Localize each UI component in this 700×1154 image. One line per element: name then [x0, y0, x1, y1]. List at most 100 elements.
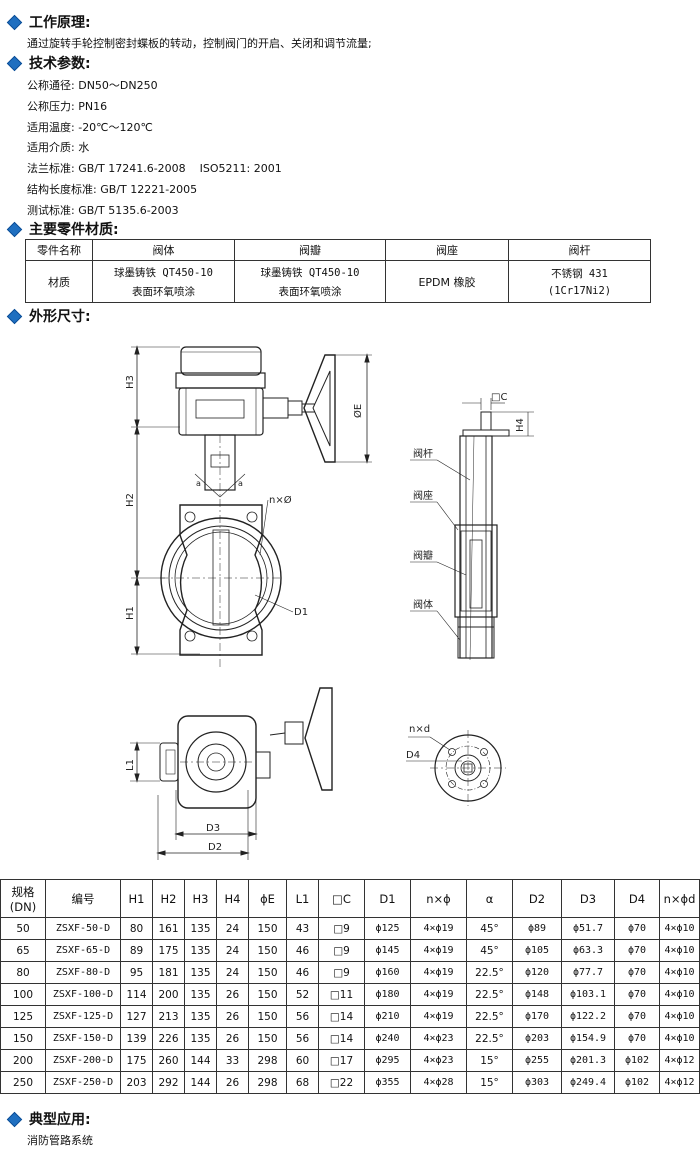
front-view: H3 H2 H1 ØE a a [125, 345, 372, 668]
table-cell: 46 [286, 939, 319, 962]
table-header-cell: L1 [286, 879, 319, 918]
cell-line: 表面环氧喷涂 [278, 285, 342, 298]
section-title: 技术参数: [29, 56, 91, 72]
table-cell: □22 [318, 1071, 365, 1094]
table-cell: ϕ63.3 [561, 939, 615, 962]
diamond-bullet-icon [6, 14, 23, 30]
dim-label: L1 [125, 759, 136, 771]
side-section-view: □C H4 阀杆 阀座 阀瓣 阀体 [410, 392, 534, 661]
table-cell: ZSXF-100-D [45, 983, 121, 1006]
table-header-cell: 阀瓣 [234, 239, 386, 261]
table-cell: □11 [318, 983, 365, 1006]
table-cell: 114 [120, 983, 153, 1006]
table-cell: 26 [216, 1027, 249, 1050]
param-label: 适用温度: [27, 121, 75, 134]
table-cell: 203 [120, 1071, 153, 1094]
diamond-bullet-icon [6, 308, 23, 324]
dim-label: D3 [206, 823, 220, 834]
table-cell: 68 [286, 1071, 319, 1094]
table-cell: ZSXF-250-D [45, 1071, 121, 1094]
table-cell: ϕ355 [364, 1071, 411, 1094]
table-cell: ϕ210 [364, 1005, 411, 1028]
table-header-cell: 编号 [45, 879, 121, 918]
param-value: -20℃～120℃ [78, 121, 153, 134]
part-label: 阀瓣 [413, 549, 433, 562]
table-cell: 43 [286, 917, 319, 940]
table-cell: ϕ240 [364, 1027, 411, 1050]
table-cell: 26 [216, 1071, 249, 1094]
table-cell: 127 [120, 1005, 153, 1028]
table-cell: 22.5° [466, 1005, 513, 1028]
table-cell: ϕ154.9 [561, 1027, 615, 1050]
table-cell: 4×ϕ19 [410, 983, 467, 1006]
table-cell: ZSXF-150-D [45, 1027, 121, 1050]
table-header-cell: 阀座 [385, 239, 509, 261]
dim-label: H2 [125, 493, 136, 507]
table-cell: 298 [248, 1049, 287, 1072]
section-materials: 主要零件材质: [6, 220, 119, 238]
section-application: 典型应用: [6, 1110, 91, 1128]
table-cell: ϕ103.1 [561, 983, 615, 1006]
diamond-bullet-icon [6, 55, 23, 71]
table-cell: 4×ϕ28 [410, 1071, 467, 1094]
table-cell: 22.5° [466, 1027, 513, 1050]
table-cell: 139 [120, 1027, 153, 1050]
table-header-cell: D3 [561, 879, 615, 918]
table-cell: 144 [184, 1071, 217, 1094]
part-label: 阀杆 [413, 447, 433, 460]
table-cell: 292 [152, 1071, 185, 1094]
top-view: L1 D3 D2 [125, 687, 333, 860]
table-cell: □9 [318, 939, 365, 962]
table-cell: ZSXF-80-D [45, 961, 121, 984]
table-header-cell: H4 [216, 879, 249, 918]
table-header-cell: D2 [512, 879, 562, 918]
table-cell: 45° [466, 939, 513, 962]
flange-view: n×d D4 [406, 724, 506, 806]
table-cell: 56 [286, 1027, 319, 1050]
param-value: DN50～DN250 [78, 79, 158, 92]
cell-line: 球墨铸铁 QT450-10 [260, 266, 360, 279]
section-dimensions: 外形尺寸: [6, 307, 91, 325]
table-cell: 135 [184, 1027, 217, 1050]
param-line: 公称压力: PN16 [27, 98, 107, 114]
dim-label: a [238, 479, 243, 488]
section-title: 主要零件材质: [29, 222, 119, 238]
table-cell: ZSXF-65-D [45, 939, 121, 962]
table-header-row: 规格(DN) 编号 H1 H2 H3 H4 ϕE L1 □C D1 n×ϕ α … [0, 879, 700, 918]
table-cell: 60 [286, 1049, 319, 1072]
table-cell: 50 [0, 917, 46, 940]
table-cell: ϕ255 [512, 1049, 562, 1072]
table-cell: 100 [0, 983, 46, 1006]
cell-line: (1Cr17Ni2) [547, 285, 612, 297]
table-cell: ZSXF-50-D [45, 917, 121, 940]
table-cell: 150 [248, 1027, 287, 1050]
table-cell: ϕ145 [364, 939, 411, 962]
dim-label: D2 [208, 842, 222, 853]
cell-line: 不锈钢 431 [551, 268, 608, 280]
section-principle: 工作原理: [6, 13, 91, 31]
table-cell: 135 [184, 983, 217, 1006]
table-cell: 24 [216, 961, 249, 984]
table-cell: ϕ70 [614, 961, 660, 984]
technical-drawing: H3 H2 H1 ØE a a [125, 345, 534, 860]
table-cell: ϕ70 [614, 917, 660, 940]
table-cell: ϕ303 [512, 1071, 562, 1094]
table-cell: 4×ϕ12 [659, 1071, 700, 1094]
table-cell: 26 [216, 1005, 249, 1028]
table-cell: 4×ϕ10 [659, 917, 700, 940]
param-label: 结构长度标准: [27, 183, 97, 196]
table-cell: ϕ102 [614, 1071, 660, 1094]
table-cell: 4×ϕ19 [410, 939, 467, 962]
param-value: 水 [78, 141, 90, 154]
table-cell: ϕ70 [614, 983, 660, 1006]
table-cell: 150 [248, 917, 287, 940]
part-label: 阀座 [413, 489, 433, 502]
